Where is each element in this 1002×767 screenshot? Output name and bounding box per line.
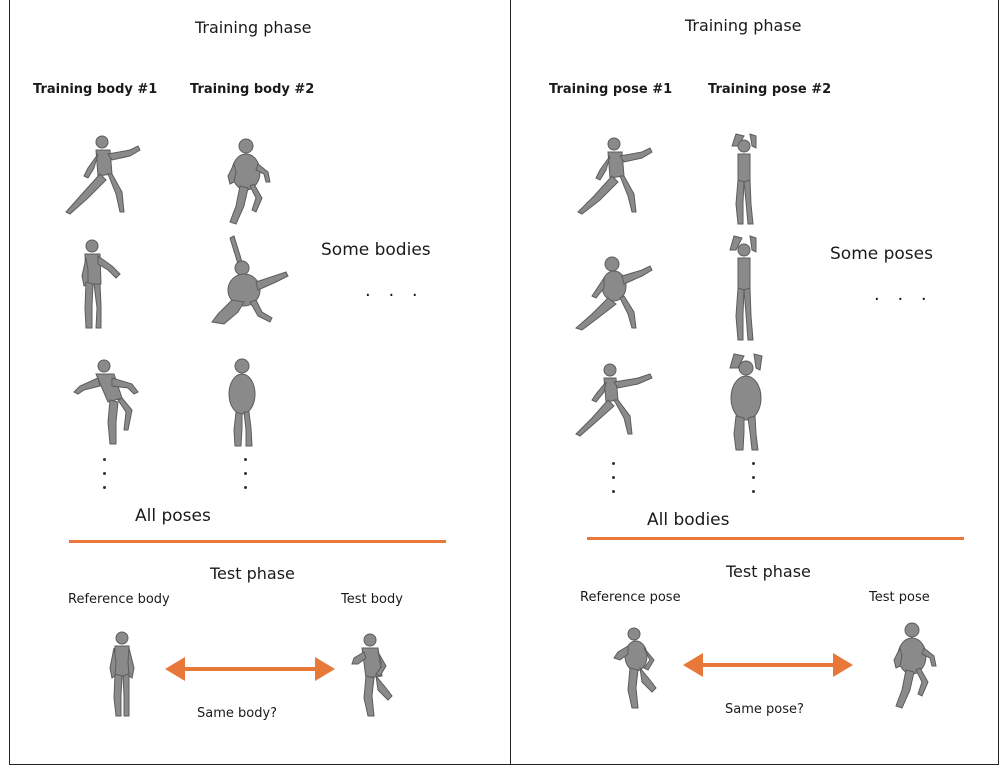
left-side-label: Some bodies (321, 240, 431, 260)
left-test-title: Test phase (210, 564, 295, 583)
pose2-body-tall-figure (722, 234, 766, 346)
left-col1-header: Training body #1 (33, 82, 157, 97)
right-col2-header: Training pose #2 (708, 82, 831, 97)
right-phase-separator (587, 537, 964, 540)
right-training-title: Training phase (685, 16, 802, 35)
left-col2-vertical-ellipsis (244, 458, 247, 500)
right-side-ellipsis: . . . (874, 284, 933, 305)
left-test-label: Test body (341, 592, 403, 607)
body1-pose-lunge-figure (62, 132, 152, 222)
left-col2-header: Training body #2 (190, 82, 314, 97)
right-test-label: Test pose (869, 590, 930, 605)
left-bottom-label: All poses (135, 506, 211, 526)
left-phase-separator (69, 540, 446, 543)
right-col1-vertical-ellipsis (612, 462, 615, 504)
pose1-body-slim-figure (574, 134, 664, 218)
right-bottom-label: All bodies (647, 510, 730, 530)
left-side-ellipsis: . . . (365, 280, 424, 301)
test-body-figure (348, 630, 408, 722)
right-side-label: Some poses (830, 244, 933, 264)
left-question-label: Same body? (197, 706, 277, 721)
body2-pose-kneel-figure (208, 232, 298, 332)
pose1-body-heavy-figure (572, 254, 662, 334)
body1-pose-standing-figure (70, 236, 130, 336)
body2-pose-obese-standing-figure (224, 356, 264, 450)
right-double-arrow (683, 650, 853, 680)
test-pose-figure (888, 620, 942, 712)
left-col1-vertical-ellipsis (103, 458, 106, 500)
right-reference-label: Reference pose (580, 590, 681, 605)
pose1-body-thin-figure (574, 360, 664, 440)
reference-body-figure (102, 628, 142, 720)
body1-pose-bent-figure (66, 356, 156, 450)
left-double-arrow (165, 654, 335, 684)
reference-pose-figure (610, 624, 660, 714)
left-reference-label: Reference body (68, 592, 170, 607)
body2-pose-heavy-figure (222, 136, 282, 228)
left-training-title: Training phase (195, 18, 312, 37)
right-col1-header: Training pose #1 (549, 82, 672, 97)
right-col2-vertical-ellipsis (752, 462, 755, 504)
pose2-body-slim-figure (722, 132, 766, 228)
pose2-body-obese-figure (722, 352, 772, 454)
right-test-title: Test phase (726, 562, 811, 581)
right-question-label: Same pose? (725, 702, 804, 717)
panel-divider (510, 0, 511, 765)
